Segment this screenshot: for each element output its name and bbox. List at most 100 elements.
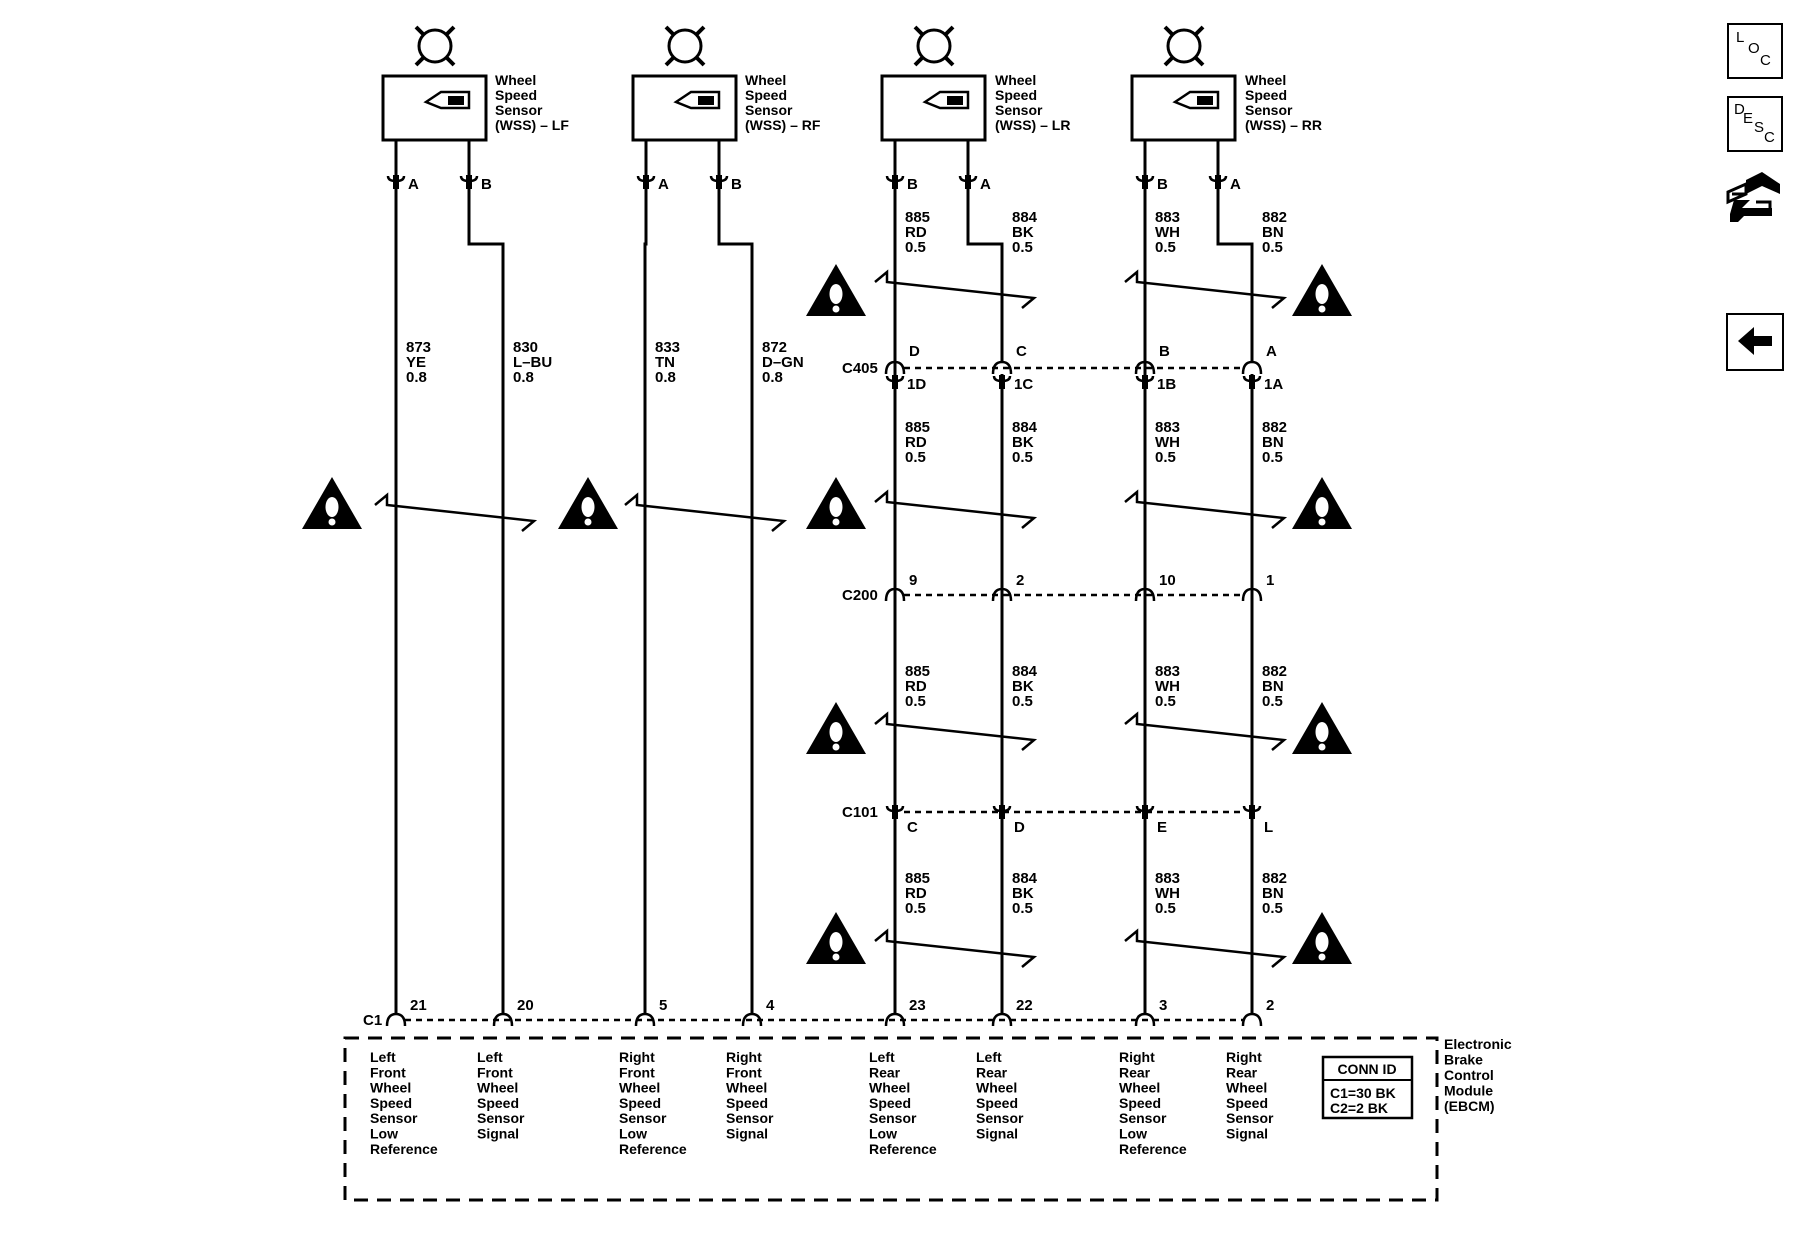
- c200-pin-rr_sig: 1: [1266, 572, 1274, 589]
- c405-lower-rr_sig-pin: [1249, 375, 1255, 389]
- wire-label-rr_sig-3-line-2: 0.5: [1262, 900, 1283, 917]
- c101-lr_low-pin: [892, 805, 898, 819]
- sensor-rr-label-line-2: Sensor: [1245, 102, 1293, 118]
- twisted-pair-lr-3: [874, 711, 1038, 751]
- sensor-rf-label-line-3: (WSS) – RF: [745, 117, 821, 133]
- twisted-pair-lr-2: [874, 489, 1038, 529]
- connector-c405-label: C405: [842, 360, 878, 377]
- connector-c101-label: C101: [842, 804, 878, 821]
- wire-label-lr_sig-0-line-0: 884: [1012, 209, 1038, 226]
- wire-label-lr_sig-3-line-0: 884: [1012, 870, 1038, 887]
- ebcm-label-rf_low-line-5: Low: [619, 1126, 647, 1142]
- conn-id-row-c2: C2=2 BK: [1330, 1100, 1388, 1116]
- wire-label-rr_low-3-line-2: 0.5: [1155, 900, 1176, 917]
- wire-label-lr_sig-1-line-2: 0.5: [1012, 449, 1033, 466]
- ebcm-pin-lf_sig: 20: [517, 997, 534, 1014]
- ebcm-label-lf_low-line-0: Left: [370, 1049, 396, 1065]
- description-button[interactable]: D E S C: [1727, 96, 1783, 152]
- wire-label-lr_low-1-line-0: 885: [905, 419, 930, 436]
- sensor-pin-label-rf_sig: B: [731, 176, 742, 193]
- ebcm-label-lr_low-line-3: Speed: [869, 1095, 911, 1111]
- sensor-lf-label-line-2: Sensor: [495, 102, 543, 118]
- sensor-pin-rf_sig-pin: [716, 175, 722, 189]
- wire-lr_sig-upper: [966, 188, 1004, 362]
- wire-label-rf_sig-0-line-0: 872: [762, 339, 787, 356]
- c405-inline-pin-rr_low: 1B: [1157, 376, 1176, 393]
- ebcm-label-lr_sig-line-1: Rear: [976, 1064, 1008, 1080]
- c101-pin-rr_low: E: [1157, 819, 1167, 836]
- ebcm-label-lr_low-line-5: Low: [869, 1126, 897, 1142]
- c405-inline-pin-rr_sig: 1A: [1264, 376, 1283, 393]
- c405-inline-pin-lr_sig: 1C: [1014, 376, 1033, 393]
- ebcm-module-label-line-0: Electronic: [1444, 1036, 1512, 1052]
- twisted-pair-rr-4: [1124, 928, 1288, 968]
- ebcm-pin-rr_sig: 2: [1266, 997, 1274, 1014]
- sensor-pin-lr_sig-pin: [965, 175, 971, 189]
- loc-letter-o: O: [1748, 40, 1760, 57]
- wire-label-lr_sig-2-line-1: BK: [1012, 678, 1034, 695]
- c200-rr_sig-terminal: [1241, 587, 1263, 602]
- sensor-pin-rr_low-pin: [1142, 175, 1148, 189]
- sensor-lf-label-line-0: Wheel: [495, 72, 536, 88]
- c101-pin-rr_sig: L: [1264, 819, 1273, 836]
- warning-icon-lr-2: [806, 477, 866, 529]
- sensor-lr-label-line-2: Sensor: [995, 102, 1043, 118]
- wheel-icon-lr: [913, 25, 955, 67]
- ebcm-pin-lr_low: 23: [909, 997, 926, 1014]
- wire-label-lr_sig-3-line-2: 0.5: [1012, 900, 1033, 917]
- wire-label-lr_low-0-line-1: RD: [905, 224, 927, 241]
- c101-pin-lr_sig: D: [1014, 819, 1025, 836]
- sensor-rf-body: [631, 74, 738, 142]
- location-button[interactable]: L O C: [1727, 23, 1783, 79]
- desc-letter-c: C: [1764, 129, 1775, 146]
- connector-end-view-icon[interactable]: [1722, 164, 1792, 234]
- wire-label-rf_low-0-line-2: 0.8: [655, 369, 676, 386]
- ebcm-module-label-line-1: Brake: [1444, 1052, 1483, 1068]
- ebcm-label-lf_sig-line-5: Signal: [477, 1126, 519, 1142]
- wire-label-rr_sig-2-line-1: BN: [1262, 678, 1284, 695]
- ebcm-label-rr_low-line-3: Speed: [1119, 1095, 1161, 1111]
- ebcm-label-lf_sig-line-1: Front: [477, 1064, 513, 1080]
- wire-lf_sig-upper: [467, 188, 505, 1014]
- ebcm-label-rr_low-line-0: Right: [1119, 1049, 1155, 1065]
- ebcm-pin-rf_low: 5: [659, 997, 667, 1014]
- back-button[interactable]: [1726, 313, 1784, 371]
- ebcm-c1-lf_low-terminal: [385, 1012, 407, 1027]
- ebcm-label-rf_low-line-2: Wheel: [619, 1080, 660, 1096]
- left-arrow-icon: [1738, 327, 1772, 355]
- wire-label-lr_low-2-line-0: 885: [905, 663, 930, 680]
- c405-lower-rr_low-pin: [1142, 375, 1148, 389]
- loc-letter-c: C: [1760, 52, 1771, 69]
- ebcm-label-rr_low-line-4: Sensor: [1119, 1110, 1167, 1126]
- wire-label-lr_low-3-line-2: 0.5: [905, 900, 926, 917]
- wire-label-rr_low-2-line-2: 0.5: [1155, 693, 1176, 710]
- ebcm-label-rf_sig-line-0: Right: [726, 1049, 762, 1065]
- c101-rr_low-pin: [1142, 805, 1148, 819]
- c405-rr_sig-terminal: [1241, 360, 1263, 375]
- sensor-lf-label-line-1: Speed: [495, 87, 537, 103]
- wheel-icon-rf: [664, 25, 706, 67]
- wire-label-rf_sig-0-line-2: 0.8: [762, 369, 783, 386]
- sensor-lf-label-line-3: (WSS) – LF: [495, 117, 569, 133]
- wire-label-rr_sig-3-line-0: 882: [1262, 870, 1287, 887]
- sensor-pin-lf_low-pin: [393, 175, 399, 189]
- c405-pin-lr_sig: C: [1016, 343, 1027, 360]
- sensor-rr-label-line-1: Speed: [1245, 87, 1287, 103]
- twisted-pair-lr-1: [874, 269, 1038, 309]
- ebcm-module-label-line-2: Control: [1444, 1067, 1494, 1083]
- wheel-icon-rr: [1163, 25, 1205, 67]
- ebcm-label-lf_low-line-5: Low: [370, 1126, 398, 1142]
- wire-label-rr_low-3-line-0: 883: [1155, 870, 1180, 887]
- warning-icon-rr-4: [1292, 912, 1352, 964]
- ebcm-label-lf_sig-line-2: Wheel: [477, 1080, 518, 1096]
- ebcm-label-lr_sig-line-5: Signal: [976, 1126, 1018, 1142]
- ebcm-label-rf_sig-line-4: Sensor: [726, 1110, 774, 1126]
- ebcm-module-label-line-3: Module: [1444, 1083, 1493, 1099]
- wire-label-lr_low-3-line-1: RD: [905, 885, 927, 902]
- ebcm-label-rr_low-line-5: Low: [1119, 1126, 1147, 1142]
- ebcm-label-lr_low-line-2: Wheel: [869, 1080, 910, 1096]
- sensor-pin-label-lr_low: B: [907, 176, 918, 193]
- ebcm-label-rr_sig-line-5: Signal: [1226, 1126, 1268, 1142]
- ebcm-label-rf_sig-line-3: Speed: [726, 1095, 768, 1111]
- sensor-pin-label-rr_sig: A: [1230, 176, 1241, 193]
